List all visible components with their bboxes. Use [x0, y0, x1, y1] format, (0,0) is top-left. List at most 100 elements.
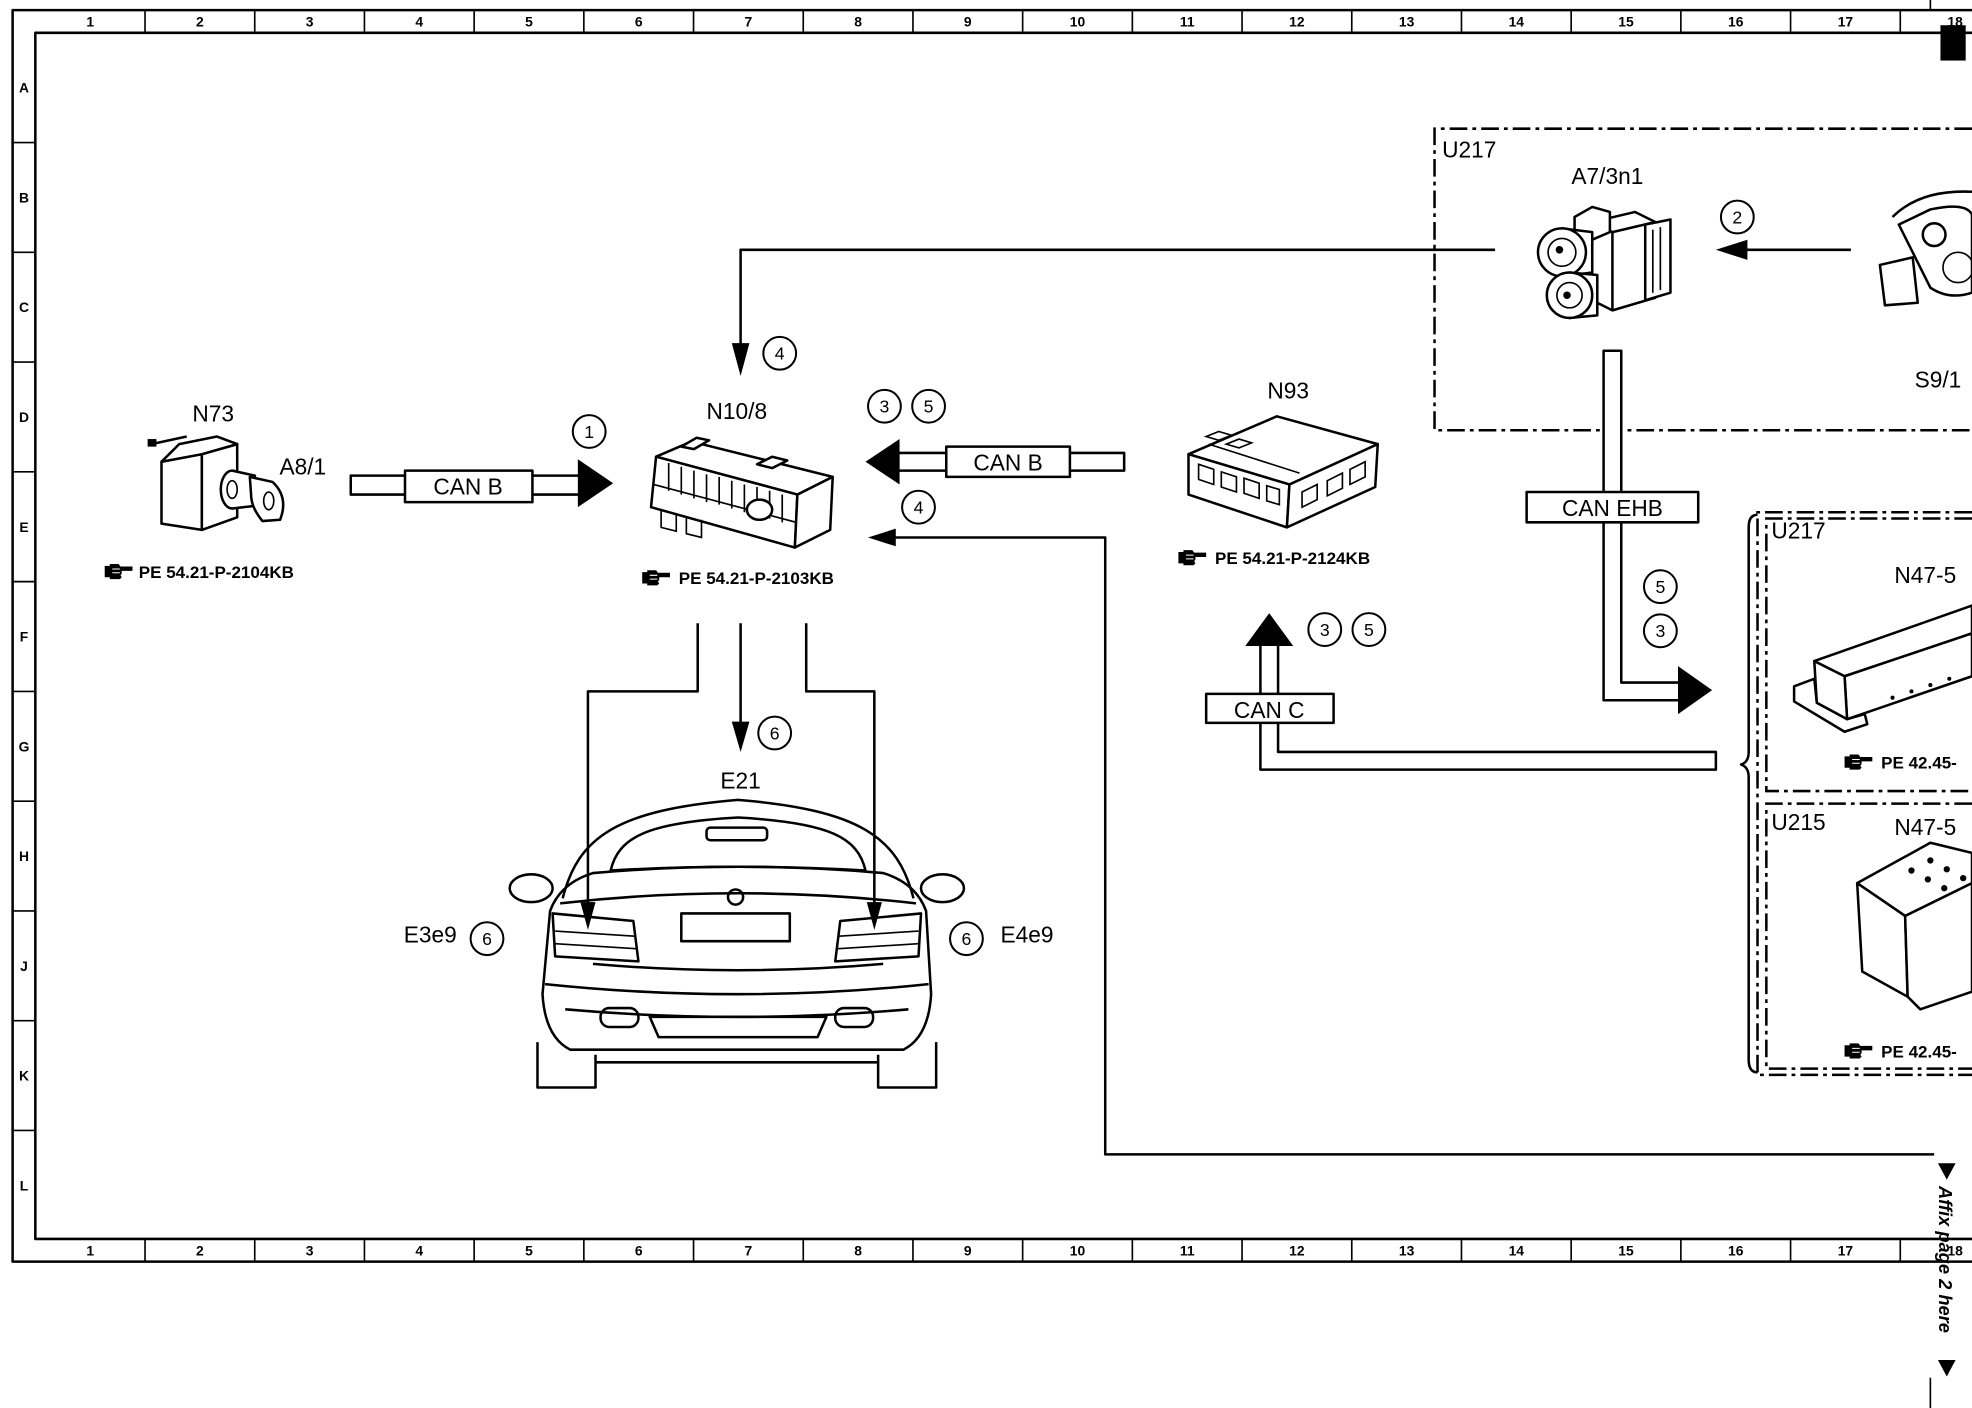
row-letter: C — [19, 299, 29, 315]
column-number-top: 13 — [1399, 13, 1415, 29]
group-brace — [1739, 513, 1758, 1074]
column-number-bottom: 12 — [1289, 1242, 1305, 1258]
column-number-bottom: 2 — [196, 1242, 204, 1258]
column-number-top: 15 — [1618, 13, 1634, 29]
step-circle — [1642, 569, 1678, 605]
pointing-hand-icon — [1844, 753, 1873, 771]
step-circle — [757, 715, 793, 751]
column-number-bottom: 1 — [86, 1242, 94, 1258]
e21-label: E21 — [720, 768, 760, 794]
column-number-bottom: 18 — [1947, 1242, 1963, 1258]
row-letter: E — [19, 519, 28, 535]
n93-module-drawing — [1187, 415, 1380, 529]
row-letter: B — [19, 189, 29, 205]
column-number-bottom: 3 — [306, 1242, 314, 1258]
pointing-hand-icon — [1844, 1042, 1873, 1060]
column-number-bottom: 10 — [1070, 1242, 1086, 1258]
n73-label: N73 — [192, 400, 234, 426]
grid-dividers — [12, 10, 1902, 1262]
column-number-top: 17 — [1838, 13, 1854, 29]
row-letter: D — [19, 409, 29, 425]
black-square-marker — [1940, 25, 1966, 61]
stop-lamp-switch-drawing — [1878, 190, 1972, 307]
triangle-marker-icon — [1937, 1163, 1956, 1180]
column-number-bottom: 8 — [854, 1242, 862, 1258]
group-outer-frame — [1756, 510, 1972, 1077]
step-circle — [911, 388, 947, 424]
u215-right-label: U215 — [1771, 809, 1825, 835]
column-number-bottom: 9 — [964, 1242, 972, 1258]
column-number-bottom: 17 — [1838, 1242, 1854, 1258]
step-number: 4 — [775, 344, 785, 364]
column-number-top: 9 — [964, 13, 972, 29]
e4e9-label: E4e9 — [1001, 921, 1054, 947]
n93-reference: PE 54.21-P-2124KB — [1215, 549, 1370, 568]
step-circle — [1351, 612, 1387, 647]
pointing-hand-icon — [104, 563, 133, 580]
column-number-top: 1 — [86, 13, 94, 29]
step-circle — [1642, 613, 1678, 649]
step-number: 3 — [1655, 621, 1665, 641]
step-number: 6 — [770, 723, 780, 743]
column-number-top: 2 — [196, 13, 204, 29]
u215-right-frame — [1765, 802, 1972, 1070]
column-number-bottom: 7 — [745, 1242, 753, 1258]
step-circle — [949, 921, 984, 957]
column-number-bottom: 16 — [1728, 1242, 1744, 1258]
step-number: 5 — [1364, 620, 1374, 640]
column-number-top: 10 — [1070, 13, 1086, 29]
column-number-bottom: 15 — [1618, 1242, 1634, 1258]
step-number: 3 — [1320, 620, 1330, 640]
step-circle — [762, 335, 798, 371]
n47-5-upper-reference: PE 42.45- — [1881, 753, 1957, 772]
triangle-marker-icon — [1937, 1360, 1956, 1377]
column-number-top: 3 — [306, 13, 314, 29]
column-number-bottom: 11 — [1180, 1242, 1195, 1258]
row-letter: A — [19, 80, 29, 96]
u217-right-frame — [1765, 517, 1972, 793]
n47-5-lower-reference: PE 42.45- — [1881, 1042, 1957, 1061]
vehicle-rear-view-drawing — [508, 798, 966, 1089]
can-b-label-right: CAN B — [973, 450, 1042, 476]
n93-label: N93 — [1267, 378, 1309, 404]
brake-unit-drawing — [1536, 205, 1672, 320]
column-number-bottom: 14 — [1509, 1242, 1525, 1258]
step-number: 1 — [584, 422, 594, 442]
a7-3n1-label: A7/3n1 — [1571, 163, 1643, 189]
column-number-top: 5 — [525, 13, 533, 29]
column-number-top: 14 — [1509, 13, 1525, 29]
e3e9-label: E3e9 — [404, 921, 457, 947]
n47-5-lower-label: N47-5 — [1894, 814, 1956, 840]
row-letter: H — [19, 848, 29, 864]
a8-1-label: A8/1 — [279, 453, 326, 479]
s9-1-label: S9/1 — [1915, 366, 1962, 392]
column-number-bottom: 13 — [1399, 1242, 1415, 1258]
n47-5-upper-label: N47-5 — [1894, 562, 1956, 588]
column-number-top: 7 — [745, 13, 753, 29]
u217-group-label: U217 — [1442, 137, 1496, 163]
pointing-hand-icon — [1177, 549, 1207, 566]
step-circle — [901, 489, 936, 525]
row-letter: L — [20, 1177, 29, 1193]
column-number-top: 4 — [415, 13, 423, 29]
n10-8-reference: PE 54.21-P-2103KB — [679, 569, 834, 588]
can-b-label-left: CAN B — [433, 474, 502, 500]
can-c-label: CAN C — [1234, 697, 1305, 723]
row-letter: F — [20, 629, 28, 645]
column-number-bottom: 5 — [525, 1242, 533, 1258]
row-letter: J — [20, 958, 28, 974]
ignition-switch-drawing — [147, 435, 285, 532]
column-number-bottom: 6 — [635, 1242, 643, 1258]
column-number-top: 6 — [635, 13, 643, 29]
affix-page-note: Affix page 2 here — [1935, 1185, 1956, 1333]
can-c-bus — [1204, 613, 1718, 771]
pointing-hand-icon — [641, 569, 671, 586]
step-circle — [571, 414, 607, 449]
column-number-top: 16 — [1728, 13, 1744, 29]
n47-5-lower-drawing — [1855, 841, 1972, 1011]
can-ehb-label: CAN EHB — [1562, 495, 1663, 521]
step-number: 4 — [914, 497, 924, 517]
